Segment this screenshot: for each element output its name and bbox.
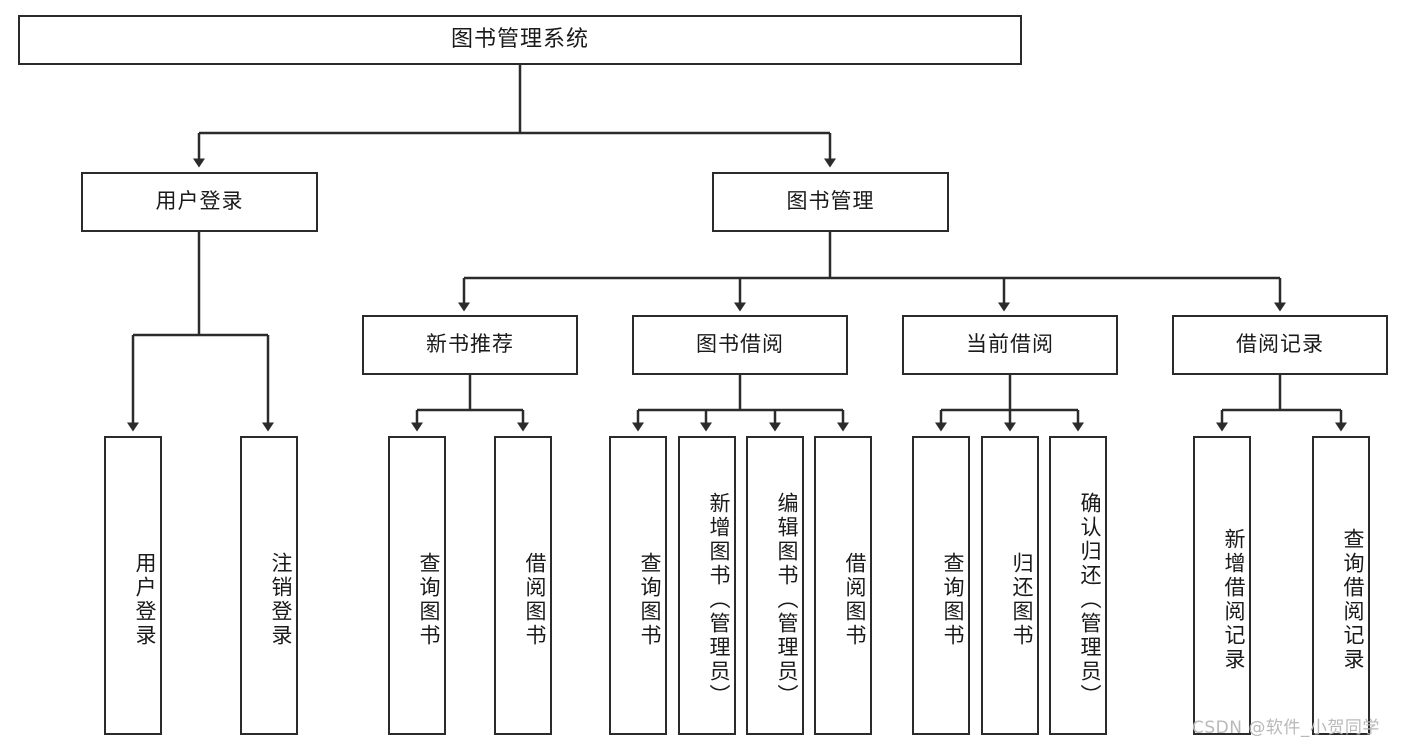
node-root-book-management-system[interactable]: 图书管理系统	[18, 15, 1022, 65]
leaf-user-login[interactable]: 用户登录	[104, 436, 162, 735]
node-current-borrow[interactable]: 当前借阅	[902, 315, 1118, 375]
leaf-query-borrow-record[interactable]: 查询借阅记录	[1312, 436, 1370, 735]
leaf-add-borrow-record[interactable]: 新增借阅记录	[1193, 436, 1251, 735]
node-user-login[interactable]: 用户登录	[81, 172, 318, 232]
node-new-book-recommendation[interactable]: 新书推荐	[362, 315, 578, 375]
leaf-borrow-book-recommend[interactable]: 借阅图书	[494, 436, 552, 735]
node-book-borrow[interactable]: 图书借阅	[632, 315, 848, 375]
leaf-query-book-borrow[interactable]: 查询图书	[609, 436, 667, 735]
leaf-confirm-return-admin[interactable]: 确认归还（管理员）	[1049, 436, 1107, 735]
node-book-management[interactable]: 图书管理	[712, 172, 949, 232]
leaf-edit-book-admin[interactable]: 编辑图书（管理员）	[746, 436, 804, 735]
leaf-return-book[interactable]: 归还图书	[981, 436, 1039, 735]
leaf-query-book-current[interactable]: 查询图书	[912, 436, 970, 735]
leaf-logout[interactable]: 注销登录	[240, 436, 298, 735]
leaf-add-book-admin[interactable]: 新增图书（管理员）	[678, 436, 736, 735]
leaf-borrow-book[interactable]: 借阅图书	[814, 436, 872, 735]
csdn-watermark: CSDN @软件_小贺同学	[1192, 718, 1380, 738]
leaf-query-book-recommend[interactable]: 查询图书	[388, 436, 446, 735]
node-borrow-record[interactable]: 借阅记录	[1172, 315, 1388, 375]
